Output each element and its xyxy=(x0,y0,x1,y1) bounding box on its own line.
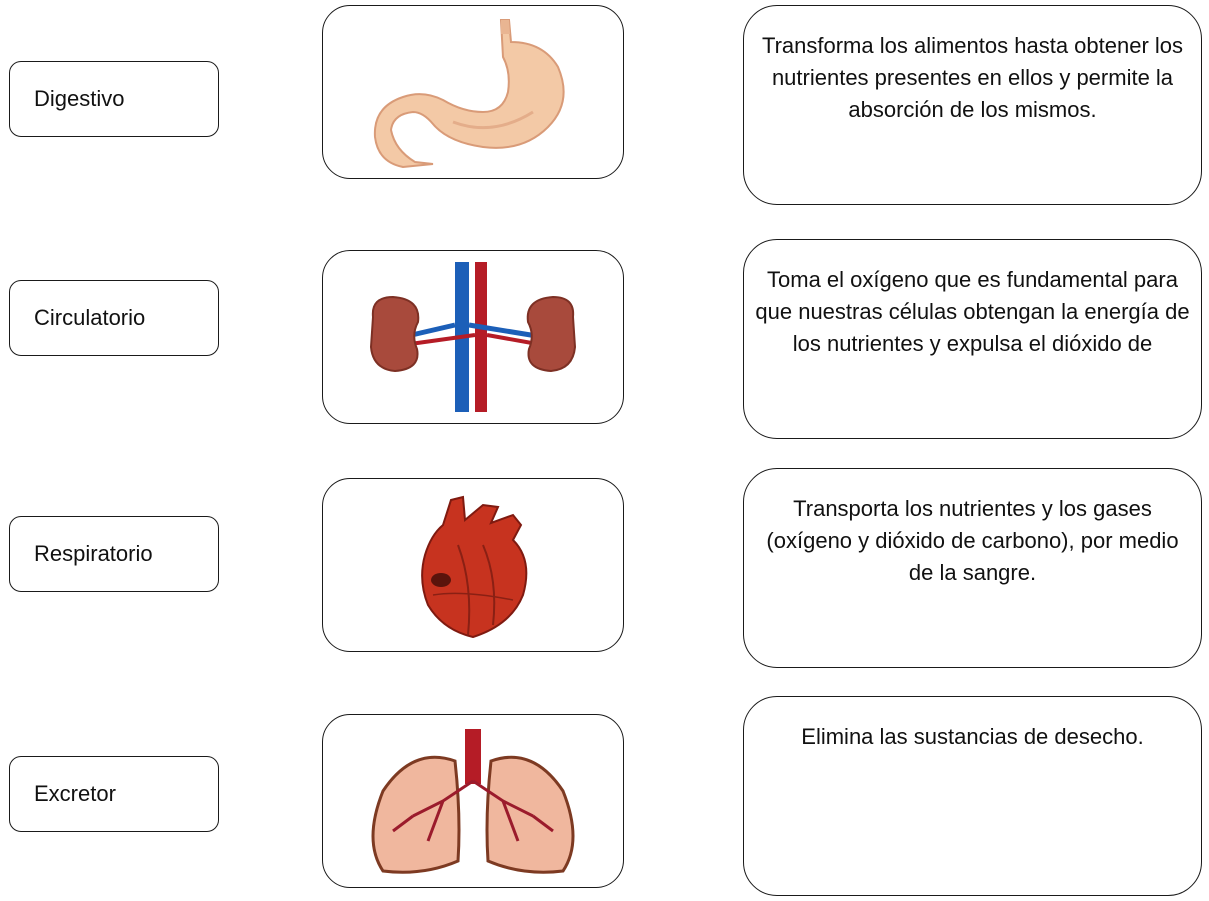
image-card-kidneys[interactable] xyxy=(322,250,624,424)
kidneys-icon xyxy=(369,262,577,412)
system-label-text: Circulatorio xyxy=(34,305,146,330)
system-label-digestivo[interactable]: Digestivo xyxy=(9,61,219,137)
description-text: Transporta los nutrientes y los gases (o… xyxy=(766,496,1179,585)
description-card-3[interactable]: Transporta los nutrientes y los gases (o… xyxy=(743,468,1202,668)
heart-icon xyxy=(421,495,528,639)
description-text: Elimina las sustancias de desecho. xyxy=(801,724,1144,749)
system-label-text: Excretor xyxy=(34,781,116,806)
lungs-icon xyxy=(371,729,575,874)
image-card-heart[interactable] xyxy=(322,478,624,652)
system-label-circulatorio[interactable]: Circulatorio xyxy=(9,280,219,356)
system-label-text: Digestivo xyxy=(34,86,125,111)
description-text: Toma el oxígeno que es fundamental para … xyxy=(755,267,1190,356)
description-card-2[interactable]: Toma el oxígeno que es fundamental para … xyxy=(743,239,1202,439)
description-card-4[interactable]: Elimina las sustancias de desecho. xyxy=(743,696,1202,896)
description-text: Transforma los alimentos hasta obtener l… xyxy=(761,33,1184,122)
system-label-respiratorio[interactable]: Respiratorio xyxy=(9,516,219,592)
stomach-icon xyxy=(373,19,565,169)
image-card-lungs[interactable] xyxy=(322,714,624,888)
system-label-text: Respiratorio xyxy=(34,541,153,566)
image-card-stomach[interactable] xyxy=(322,5,624,179)
description-card-1[interactable]: Transforma los alimentos hasta obtener l… xyxy=(743,5,1202,205)
system-label-excretor[interactable]: Excretor xyxy=(9,756,219,832)
